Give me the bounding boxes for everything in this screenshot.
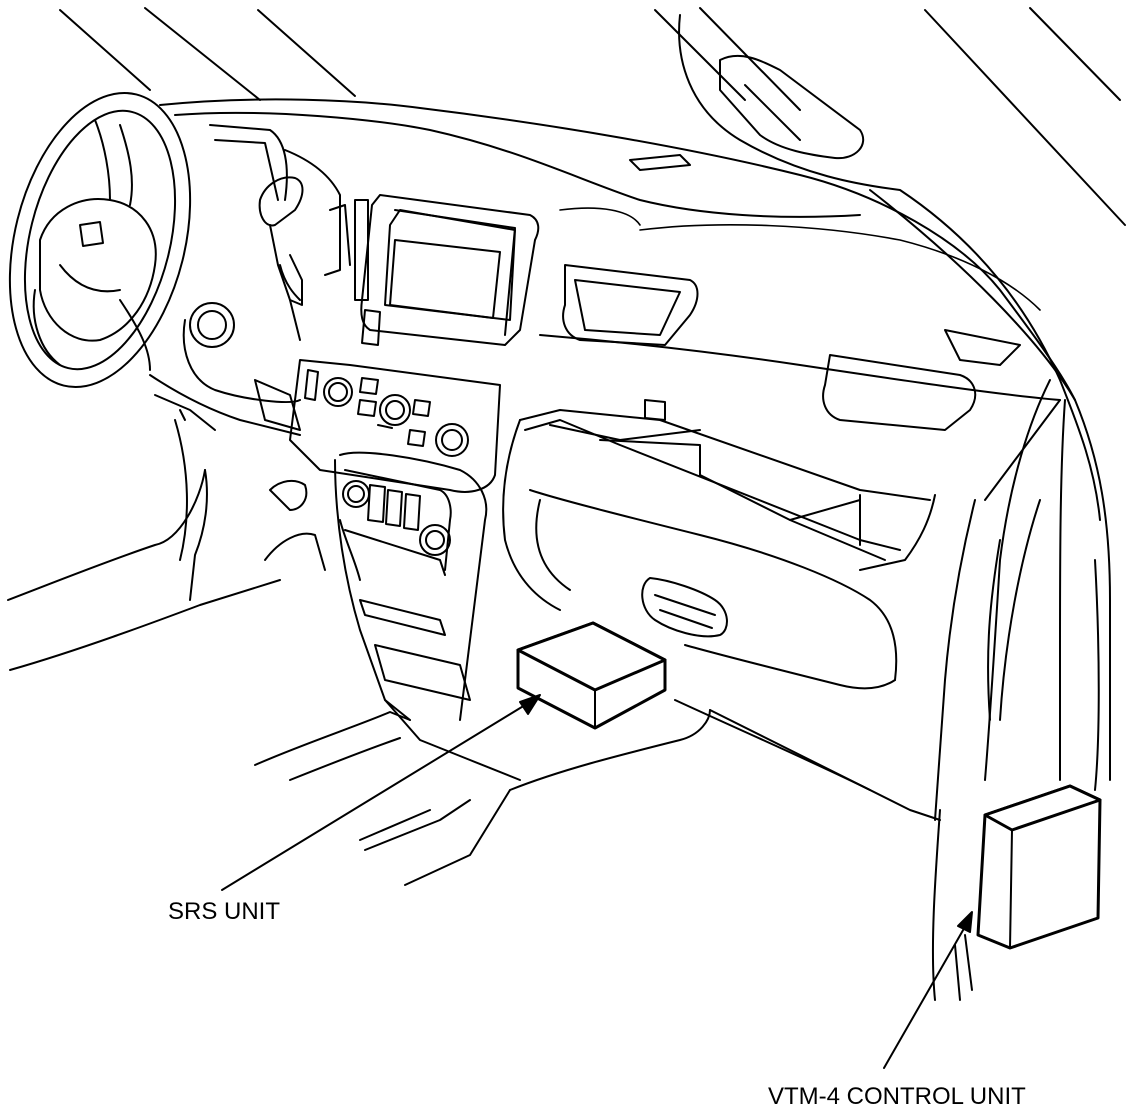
center-stack (254, 194, 540, 493)
lower-console (334, 451, 521, 781)
steering-wheel (8, 92, 192, 388)
a-pillar (678, 14, 1111, 791)
dashboard-top (159, 98, 1076, 401)
srs-unit-label: SRS UNIT (168, 898, 281, 925)
srs-unit-box (516, 621, 667, 730)
vtm4-unit-label: VTM-4 CONTROL UNIT (768, 1083, 1026, 1110)
windshield-lines (59, 7, 1126, 226)
column-shifter (258, 176, 304, 341)
passenger-dash (502, 264, 1061, 821)
vtm4-unit-box (976, 784, 1102, 950)
vtm4-arrow (883, 911, 973, 1069)
floor-lines (7, 419, 973, 1001)
srs-arrow (221, 694, 541, 891)
instrument-cluster (149, 124, 369, 436)
